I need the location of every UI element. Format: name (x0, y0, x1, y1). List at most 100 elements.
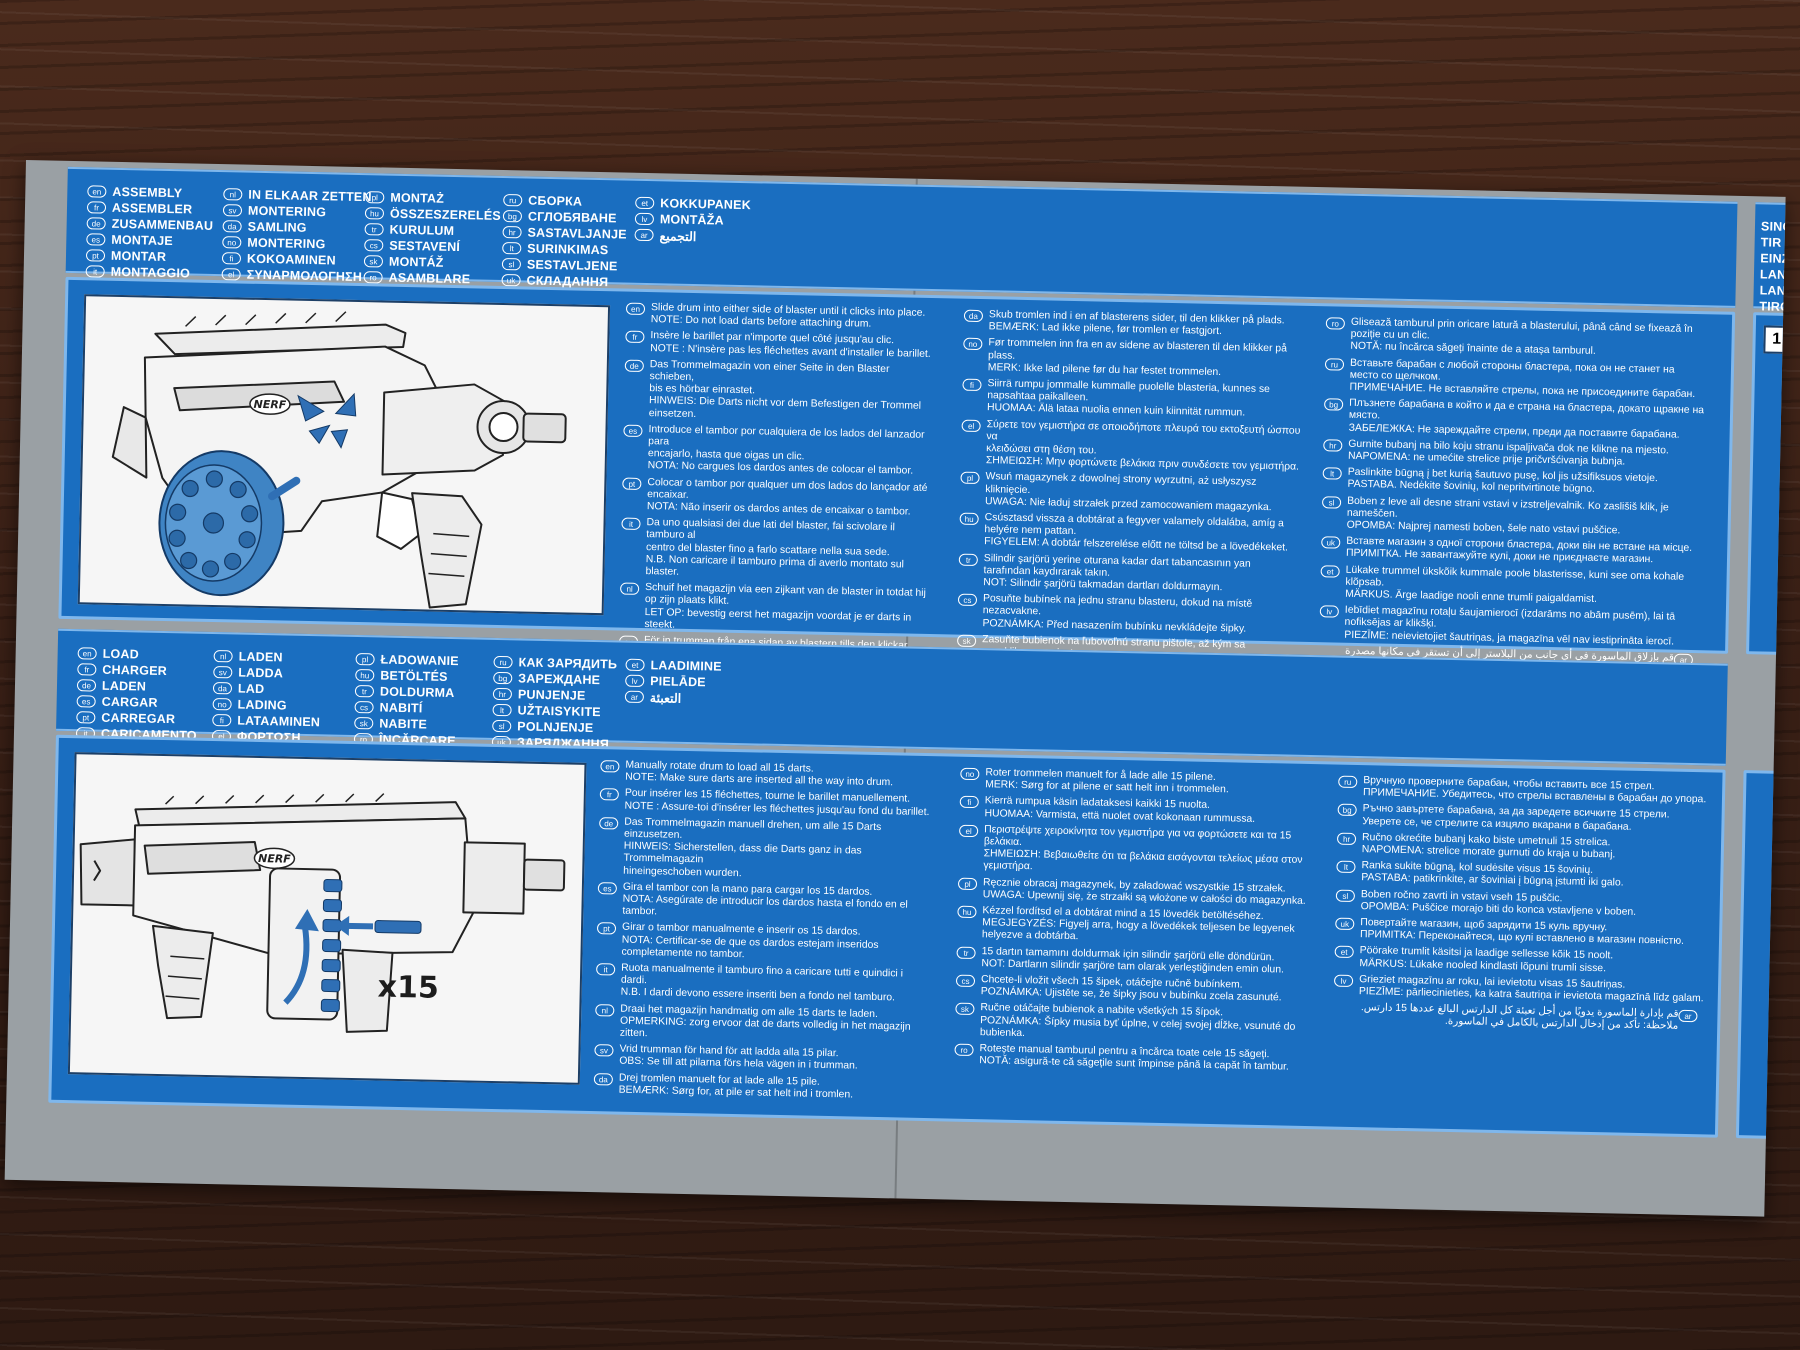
nerf-logo: NERF (249, 393, 291, 415)
instruction-line: NOTA: Asegúrate de introducir los dardos… (622, 893, 908, 918)
language-code-badge: ru (1338, 775, 1358, 789)
instruction-text: Gira el tambor con la mano para cargar l… (622, 881, 928, 924)
language-code-badge: ar (1678, 1010, 1698, 1023)
instruction-text: Rotește manual tamburul pentru a încărca… (979, 1043, 1289, 1074)
header-title-text: ASSEMBLY (112, 184, 183, 201)
header-title-text: LAADIMINE (650, 658, 722, 674)
language-code-badge: fr (599, 788, 619, 801)
next-page-title-item: TIR S (1760, 234, 1786, 251)
header-title-text: ASSEMBLER (111, 200, 193, 217)
header-title-text: NABITÍ (379, 700, 423, 716)
instruction-entry: hr Ručno okrećite bubanj kako biste umetn… (1336, 831, 1707, 863)
instruction-text: Περιστρέψτε χειροκίνητα τον γεμιστήρα γι… (983, 824, 1309, 880)
language-code-badge: fi (212, 714, 232, 727)
language-code-badge: lv (1319, 605, 1339, 618)
language-code-badge: ro (1325, 317, 1345, 330)
instruction-text: Drej tromlen manuelt for at lade alle 15… (619, 1072, 854, 1101)
language-code-badge: en (600, 760, 620, 773)
instruction-text: Gurnite bubanj na bilo koju stranu ispal… (1348, 439, 1669, 470)
instruction-text: Boben z leve ali desne strani vstavi v i… (1346, 495, 1702, 539)
instruction-text: Manually rotate drum to load all 15 dart… (625, 760, 893, 790)
header-title-text: KURULUM (389, 222, 455, 238)
instruction-text: Pöörake trumlit käsitsi ja laadige selle… (1359, 946, 1613, 976)
instruction-text: Kézzel fordítsd el a dobtárat mind a 15 … (982, 905, 1308, 948)
header-title-text: MONTÁŽ (388, 254, 444, 270)
blaster-drum-attach-drawing: NERF (111, 311, 567, 609)
language-code-badge: pt (76, 711, 96, 724)
language-code-badge: fr (625, 330, 645, 344)
instruction-text: Ručno okrećite bubanj kako biste umetnul… (1362, 832, 1616, 862)
language-code-badge: tr (364, 223, 384, 236)
instruction-text: Siirrä rumpu jommalle kummalle puolelle … (987, 378, 1303, 421)
language-code-badge: nl (620, 582, 640, 596)
language-code-badge: tr (956, 946, 976, 959)
language-code-badge: it (85, 265, 105, 278)
instruction-text: Grieziet magazīnu ar roku, lai ievietotu… (1359, 974, 1704, 1006)
instruction-text: Ręcznie obracaj magazynek, by załadować … (983, 877, 1306, 908)
header-title-text: SESTAVLJENE (526, 257, 618, 274)
instruction-entry: nl Schuif het magazijn via een zijkant va… (619, 582, 930, 637)
instruction-text: Вручную проверните барабан, чтобы встави… (1363, 775, 1707, 807)
language-code-badge: no (212, 698, 232, 711)
header-title-text: SAMLING (247, 219, 307, 235)
language-code-badge: et (1320, 564, 1340, 578)
next-page-title-text: TIR S (1760, 235, 1786, 250)
language-code-badge: cs (955, 974, 976, 988)
language-code-badge: sk (363, 255, 384, 268)
instruction-text: Вставте магазин з одної сторони бластера… (1346, 536, 1692, 568)
language-code-badge: hr (1336, 832, 1357, 845)
header-title-text: التجميع (659, 228, 697, 244)
instruction-text: Pour insérer les 15 fléchettes, tourne l… (624, 788, 929, 819)
svg-text:NERF: NERF (258, 852, 291, 866)
header-title-text: SESTAVENÍ (389, 238, 461, 255)
next-page-title-text: LAN (1759, 267, 1786, 282)
instruction-text: Vrid trumman för hand för att ladda alla… (619, 1044, 858, 1073)
header-title-text: СГЛОБЯВАНЕ (527, 209, 617, 226)
header-title-text: LATAAMINEN (237, 713, 321, 730)
instruction-text: Schuif het magazijn via een zijkant van … (644, 582, 930, 637)
language-code-badge: es (76, 695, 96, 708)
language-code-badge: uk (501, 273, 521, 287)
language-code-badge: es (597, 881, 618, 895)
instruction-text: Girar o tambor manualmente e inserir os … (621, 922, 927, 965)
language-code-badge: et (635, 196, 655, 210)
instruction-text: Slide drum into either side of blaster u… (651, 302, 926, 332)
language-code-badge: el (961, 419, 981, 432)
instruction-text: قم بإدارة الماسورة يدويًا من أجل تعبئة ك… (1361, 1002, 1679, 1033)
header-title-text: ЗАРЕЖДАНЕ (518, 671, 601, 688)
header-title-text: PUNJENJE (517, 687, 586, 703)
language-code-badge: es (86, 233, 106, 246)
language-code-badge: sl (492, 719, 512, 733)
language-code-badge: tr (958, 553, 978, 566)
language-code-badge: uk (1335, 917, 1355, 931)
language-code-badge: hr (492, 687, 513, 701)
header-title-text: MONTAR (110, 248, 167, 264)
language-code-badge: lt (502, 241, 522, 255)
header-title-text: LADDA (238, 665, 284, 681)
instruction-text: Glisează tamburul prin oricare latură a … (1350, 317, 1706, 361)
language-code-badge: lv (625, 674, 645, 688)
language-code-badge: fi (962, 378, 982, 392)
drum-magazine (158, 450, 285, 597)
load-illustration: NERF (67, 752, 587, 1085)
header-title-text: MONTERING (247, 203, 327, 220)
instruction-text: Вставьте барабан с любой стороны бластер… (1349, 357, 1705, 401)
language-code-badge: pl (355, 653, 375, 666)
language-code-badge: sk (354, 716, 374, 730)
language-code-badge: bg (502, 210, 523, 223)
instruction-line: LET OP: bevestig eerst het magazijn voor… (644, 606, 912, 631)
